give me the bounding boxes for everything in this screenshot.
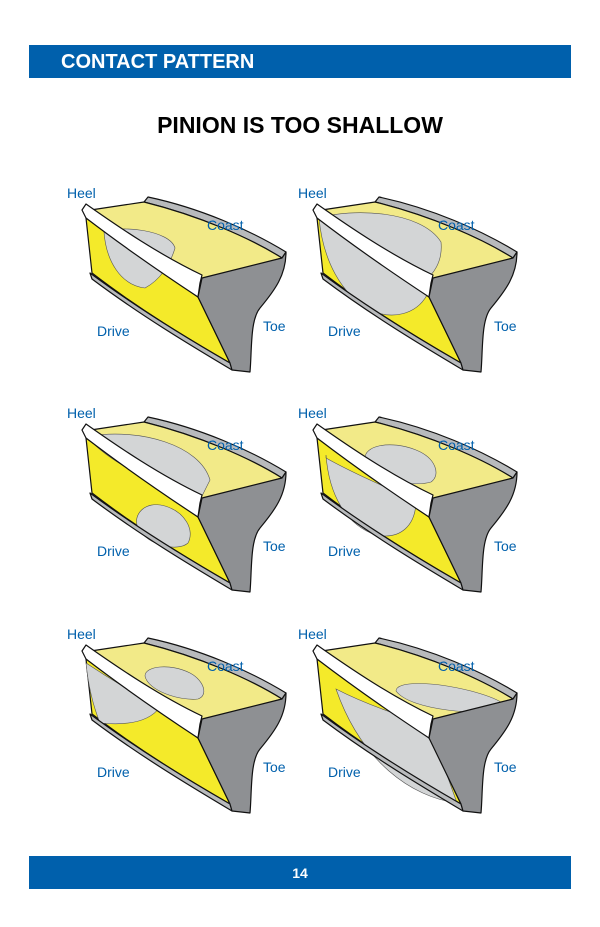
section-title: CONTACT PATTERN (61, 51, 255, 73)
toe-label: Toe (494, 759, 517, 775)
toe-face (197, 471, 287, 593)
toe-face (428, 251, 518, 373)
toe-face (197, 251, 287, 373)
heel-label: Heel (298, 185, 327, 201)
coast-label: Coast (438, 217, 475, 233)
drive-label: Drive (328, 764, 361, 780)
toe-label: Toe (263, 759, 286, 775)
top-land (312, 203, 434, 298)
toe-label: Toe (494, 538, 517, 554)
gear-tooth-illustration (312, 637, 518, 814)
toe-face (428, 692, 518, 814)
heel-label: Heel (67, 405, 96, 421)
top-land (312, 644, 434, 739)
top-land (81, 423, 203, 518)
toe-label: Toe (263, 318, 286, 334)
toe-label: Toe (263, 538, 286, 554)
coast-label: Coast (438, 658, 475, 674)
page-number: 14 (292, 865, 308, 881)
drive-label: Drive (97, 764, 130, 780)
top-land (312, 423, 434, 518)
section-header: CONTACT PATTERN (29, 45, 571, 78)
coast-label: Coast (207, 437, 244, 453)
gear-tooth-illustration (81, 196, 287, 373)
coast-label: Coast (438, 437, 475, 453)
toe-label: Toe (494, 318, 517, 334)
drive-label: Drive (328, 323, 361, 339)
top-land (81, 203, 203, 298)
toe-face (428, 471, 518, 593)
top-land (81, 644, 203, 739)
gear-tooth-illustration (81, 637, 287, 814)
page-title: PINION IS TOO SHALLOW (157, 112, 443, 138)
heel-label: Heel (67, 185, 96, 201)
drive-label: Drive (97, 543, 130, 559)
coast-label: Coast (207, 658, 244, 674)
coast-label: Coast (207, 217, 244, 233)
drive-label: Drive (97, 323, 130, 339)
heel-label: Heel (298, 626, 327, 642)
gear-tooth-illustration (312, 416, 518, 593)
contact-patch (144, 666, 205, 700)
heel-label: Heel (67, 626, 96, 642)
toe-face (197, 692, 287, 814)
gear-tooth-illustration (81, 416, 287, 593)
page-footer: 14 (29, 856, 571, 889)
gear-tooth-illustration (312, 196, 518, 373)
heel-label: Heel (298, 405, 327, 421)
drive-label: Drive (328, 543, 361, 559)
